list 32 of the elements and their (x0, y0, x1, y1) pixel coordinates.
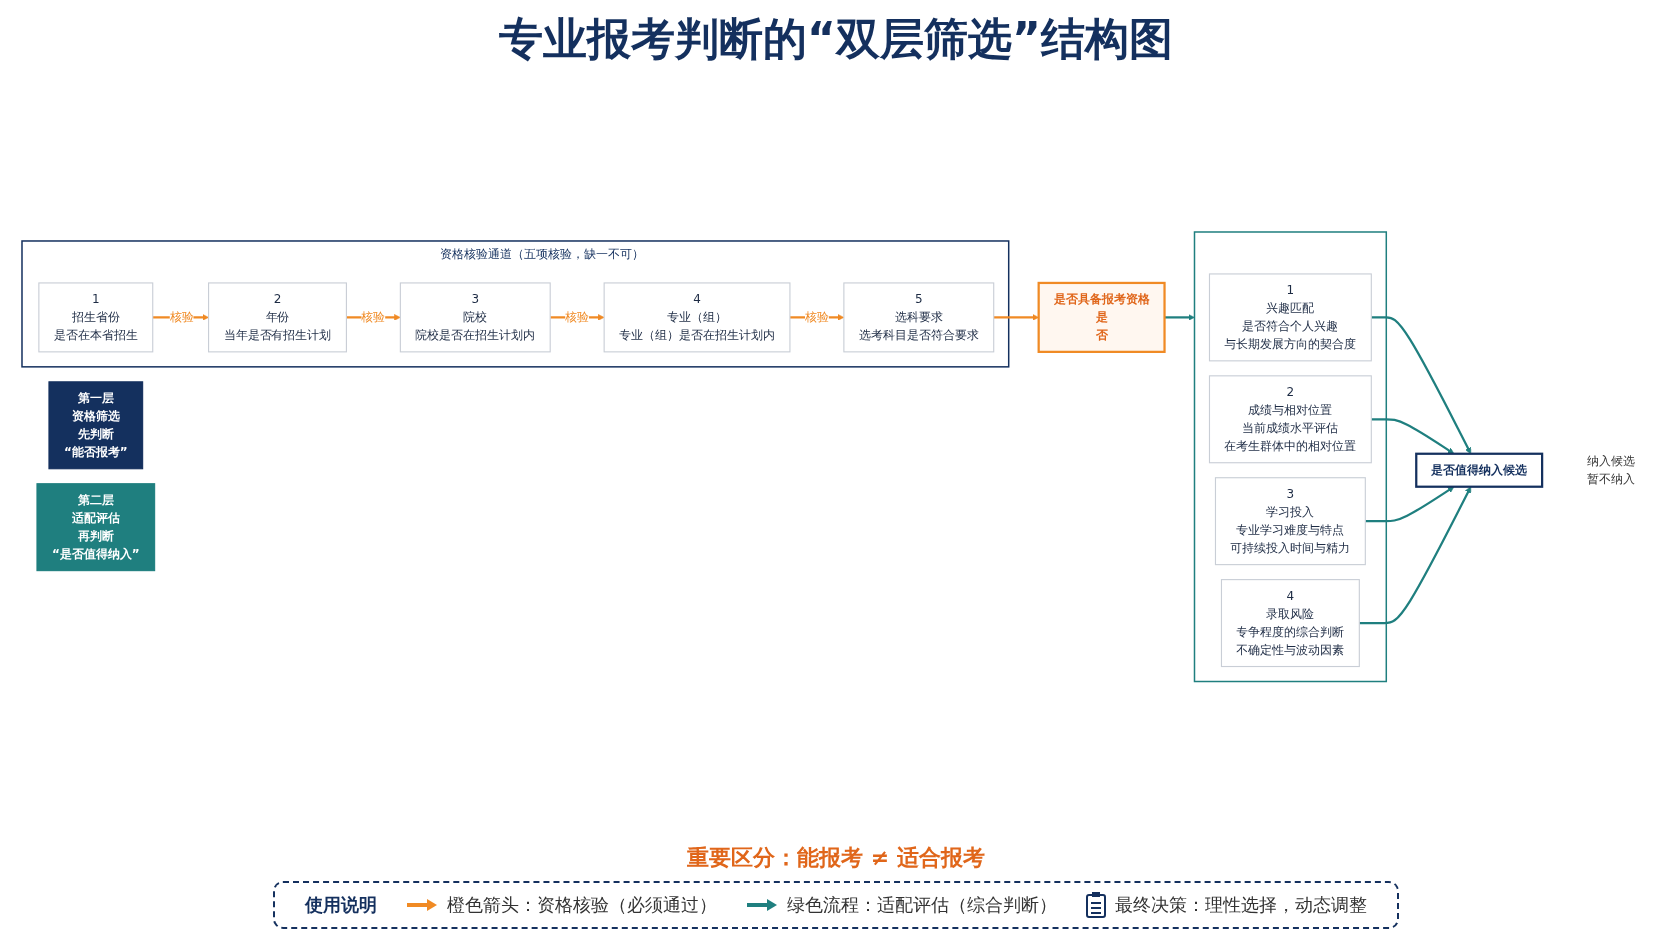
legend-text: 最终决策：理性选择，动态调整 (1115, 893, 1367, 917)
arrow (1365, 486, 1455, 523)
arrow (1371, 418, 1455, 455)
note: 重要区分：能报考 ≠ 适合报考 (687, 844, 985, 872)
node-box: 第一层 资格筛选 先判断 “能否报考” (48, 381, 144, 470)
node-box: 1 招生省份 是否在本省招生 (38, 282, 154, 353)
arrow (1359, 486, 1472, 625)
node-box: 2 成绩与相对位置 当前成绩水平评估 在考生群体中的相对位置 (1208, 375, 1372, 464)
arrow (993, 314, 1039, 321)
node-box: 2 年份 当年是否有招生计划 (208, 282, 347, 353)
node-label: 暂不纳入 (1587, 471, 1636, 487)
legend-text: 绿色流程：适配评估（综合判断） (787, 893, 1057, 917)
title: 专业报考判断的“双层筛选”结构图 (499, 12, 1173, 66)
cluster (1193, 231, 1388, 683)
node-box: 3 院校 院校是否在招生计划内 (399, 282, 551, 353)
edge-label: 核验 (565, 310, 590, 325)
node-box: 4 专业（组） 专业（组）是否在招生计划内 (603, 282, 791, 353)
legend-text: 橙色箭头：资格核验（必须通过） (447, 893, 717, 917)
edge-label: 核验 (804, 310, 829, 325)
arrow (1164, 314, 1195, 321)
node-box: 1 兴趣匹配 是否符合个人兴趣 与长期发展方向的契合度 (1208, 273, 1372, 362)
edge-label: 核验 (361, 310, 386, 325)
node-box: 是否值得纳入候选 (1415, 452, 1544, 489)
node-box: 5 选科要求 选考科目是否符合要求 (843, 282, 995, 353)
node-box: 4 录取风险 专争程度的综合判断 不确定性与波动因素 (1220, 579, 1360, 668)
edge-label: 核验 (169, 310, 194, 325)
node-box: 第二层 适配评估 再判断 “是否值得纳入” (36, 483, 156, 572)
node-box: 3 学习投入 专业学习难度与特点 可持续投入时间与精力 (1214, 477, 1366, 566)
node-label: 纳入候选 (1587, 454, 1636, 469)
node-box: 是否具备报考资格 是 否 (1037, 282, 1166, 354)
legend-heading: 使用说明 (305, 893, 377, 917)
arrow (1371, 316, 1472, 455)
